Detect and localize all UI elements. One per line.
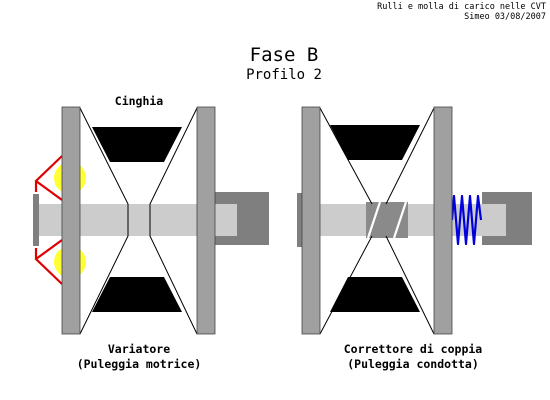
- belt-label: Cinghia: [115, 94, 164, 108]
- spring-icon: [450, 194, 483, 246]
- correttore-hub-bore: [482, 204, 506, 236]
- cam-slot-1: [366, 201, 382, 239]
- correttore-title: Correttore di coppia: [344, 342, 483, 356]
- torque-cam-slots: [366, 201, 408, 239]
- page-subtitle: Profilo 2: [246, 67, 322, 83]
- credit-title: Rulli e molla di carico nelle CVT: [377, 2, 546, 12]
- correttore-moving-sheave: [301, 106, 321, 335]
- variatore-moving-sheave: [196, 106, 216, 335]
- ramp-plate-bottom-inner: [35, 239, 63, 260]
- variatore-title: Variatore: [108, 342, 170, 356]
- correttore-shaft-end: [297, 193, 303, 247]
- torque-cam-sleeve: [366, 202, 408, 238]
- variatore-cones: [79, 107, 198, 335]
- correttore-belt-top: [330, 125, 420, 160]
- correttore-belt-bottom: [330, 277, 420, 312]
- correttore-pulley: [297, 106, 532, 335]
- variatore-right-cone-face: [149, 107, 198, 335]
- correttore-right-cone-top: [385, 107, 435, 205]
- correttore-right-cone-bottom: [385, 235, 435, 335]
- variatore-belt-top: [92, 127, 182, 162]
- variatore-shaft-end: [33, 194, 39, 246]
- variatore-fixed-sheave: [61, 106, 81, 335]
- ramp-plate: [34, 155, 63, 285]
- variatore-belt-bottom: [92, 277, 182, 312]
- correttore-subtitle: (Puleggia condotta): [347, 357, 479, 371]
- variatore-left-cone-face: [79, 107, 129, 335]
- ramp-plate-top-inner: [35, 180, 63, 201]
- correttore-fixed-sheave: [433, 106, 453, 335]
- page-title: Fase B: [250, 44, 319, 66]
- credit-author-date: Simeo 03/08/2007: [464, 12, 546, 22]
- variatore-hub-bore: [215, 204, 237, 236]
- cam-slot-2: [392, 201, 408, 239]
- variatore-subtitle: (Puleggia motrice): [77, 357, 202, 371]
- variatore-pulley: [33, 106, 269, 335]
